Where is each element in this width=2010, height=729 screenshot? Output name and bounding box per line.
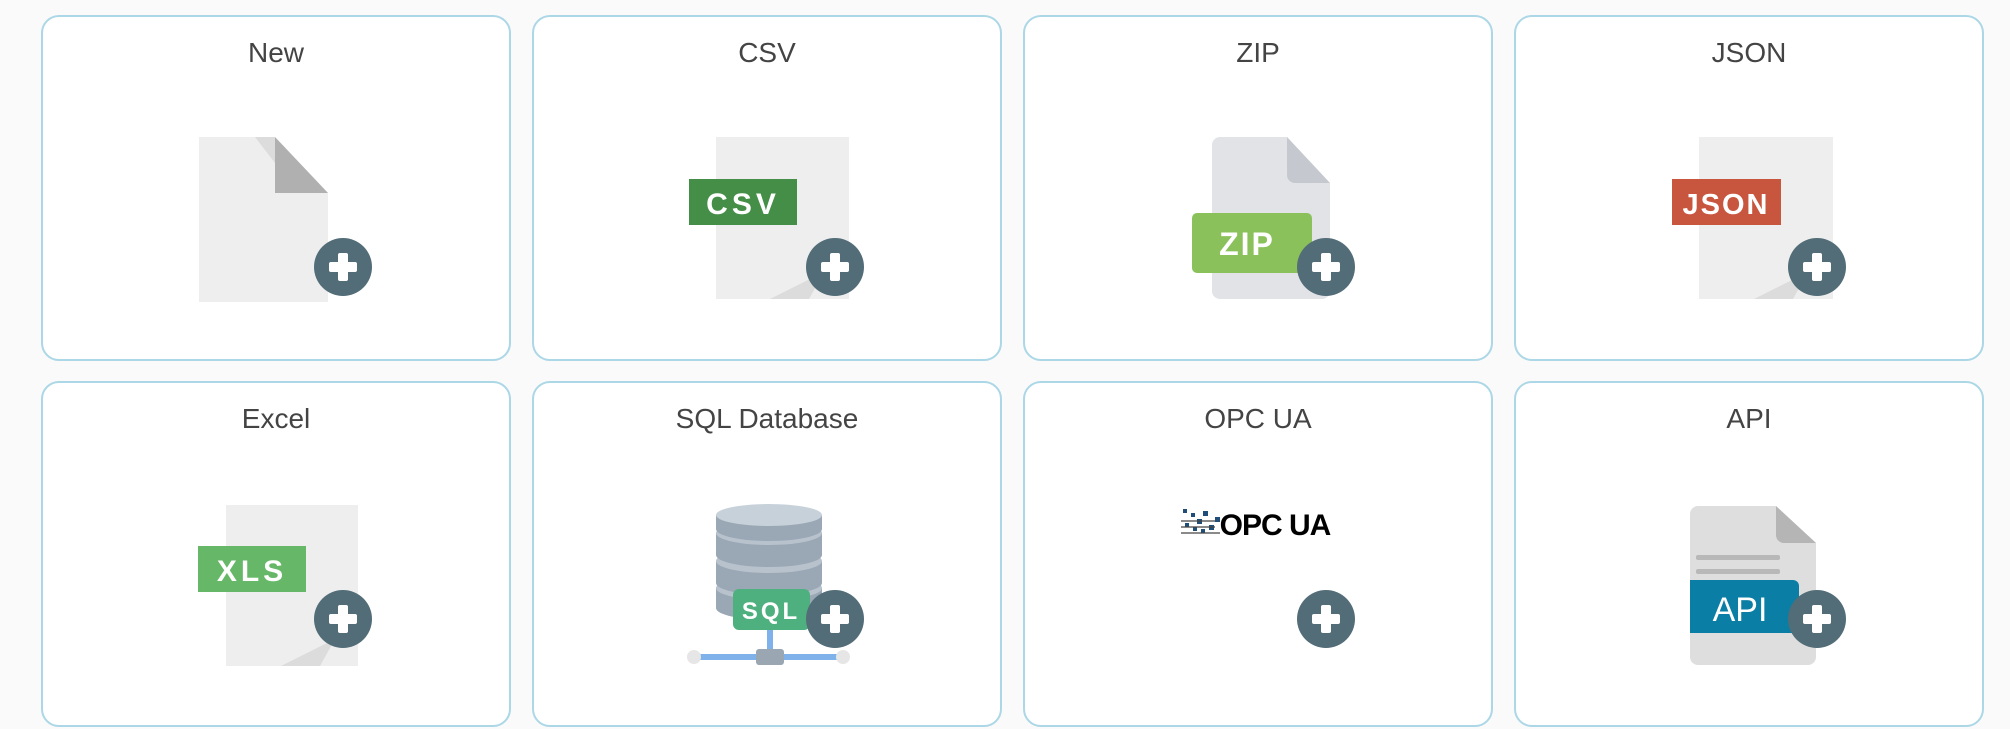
card-title: API [1726,403,1772,434]
card-sql-database[interactable]: SQL Database SQL [532,381,1002,727]
api-file-icon: API [1690,506,1846,665]
card-new[interactable]: New [41,15,511,361]
card-title: SQL Database [675,403,859,434]
badge-text: ZIP [1219,226,1275,262]
badge-text: CSV [706,188,780,221]
database-icon: SQL [687,504,864,665]
opc-ua-logo: OPC UA [1181,509,1355,648]
plus-icon [314,238,372,296]
plus-icon [1297,590,1355,648]
new-file-icon [199,137,372,302]
card-opc-ua[interactable]: OPC UA OPC UA [1023,381,1493,727]
badge-text: SQL [742,598,800,625]
logo-text: OPC UA [1220,509,1331,542]
card-title: OPC UA [1204,403,1312,434]
csv-file-icon: CSV [689,137,864,299]
badge-text: XLS [217,555,287,588]
card-title: New [247,37,304,68]
card-excel[interactable]: Excel XLS [41,381,511,727]
badge-text: JSON [1683,189,1770,221]
card-title: ZIP [1236,37,1280,68]
plus-icon [1297,238,1355,296]
card-title: Excel [241,403,311,434]
card-csv[interactable]: CSV CSV [532,15,1002,361]
card-api[interactable]: API API [1514,381,1984,727]
plus-icon [1788,238,1846,296]
card-title: JSON [1711,37,1787,68]
zip-file-icon: ZIP [1192,137,1355,299]
card-title: CSV [738,37,796,68]
plus-icon [806,238,864,296]
json-file-icon: JSON [1672,137,1846,299]
plus-icon [1788,590,1846,648]
plus-icon [806,590,864,648]
card-zip[interactable]: ZIP ZIP [1023,15,1493,361]
plus-icon [314,590,372,648]
excel-file-icon: XLS [198,505,372,666]
badge-text: API [1713,591,1768,629]
card-json[interactable]: JSON JSON [1514,15,1984,361]
